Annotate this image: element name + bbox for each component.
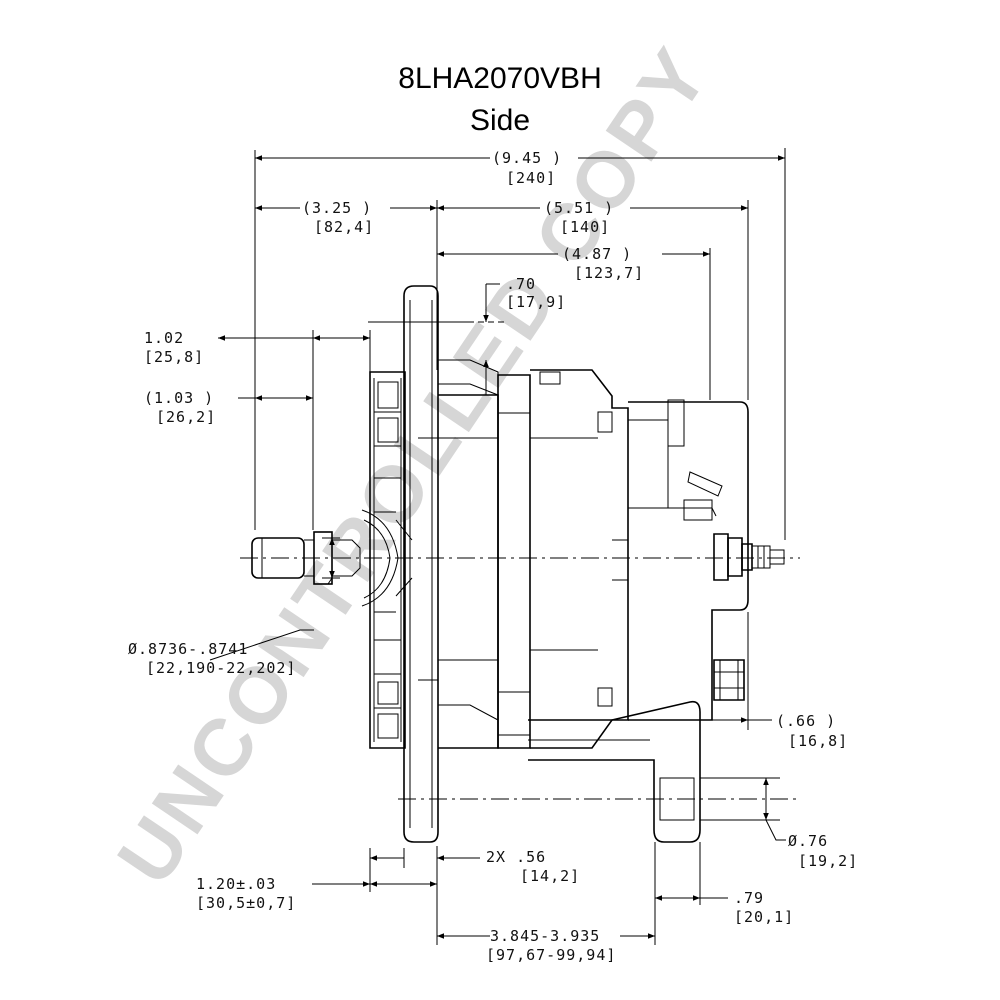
drawing-title: 8LHA2070VBH (398, 62, 601, 95)
dim-overall-inch: (9.45 ) (492, 149, 562, 167)
terminal-studs (713, 533, 785, 701)
dim-shaft-dia-mm: [22,190-22,202] (146, 659, 296, 677)
front-housing (418, 374, 531, 749)
dim-shaft-total-inch: (1.03 ) (144, 389, 214, 407)
mount-foot (528, 700, 701, 843)
dimension-labels: (9.45 ) [240] (3.25 ) [82,4] (5.51 ) [14… (128, 149, 858, 964)
dim-fan-gap-mm: [17,9] (506, 293, 566, 311)
dimension-lines (209, 148, 786, 945)
dim-hole-dia-inch: Ø.76 (788, 832, 828, 850)
rear-housing (530, 369, 629, 749)
view-label: Side (470, 104, 530, 137)
dim-body-inch: (4.87 ) (562, 245, 632, 263)
dim-foot-inch: .79 (734, 889, 764, 907)
alternator-outline (251, 285, 785, 843)
dim-shaft-total-mm: [26,2] (156, 408, 216, 426)
dim-slot-mm: [14,2] (520, 867, 580, 885)
dim-terminal-inch: (.66 ) (776, 712, 836, 730)
watermark: UNCONTROLLED COPY (100, 31, 726, 900)
dim-shaft-len-inch: 1.02 (144, 329, 184, 347)
rear-cover (628, 399, 749, 721)
dim-hole-dia-mm: [19,2] (798, 852, 858, 870)
dim-mount-span-mm: [97,67-99,94] (486, 946, 616, 964)
dim-rear-inch: (5.51 ) (544, 199, 614, 217)
dim-overall-mm: [240] (506, 169, 556, 187)
dim-terminal-mm: [16,8] (788, 732, 848, 750)
dim-front-mm: [82,4] (314, 218, 374, 236)
dim-flange-thick-inch: 1.20±.03 (196, 875, 276, 893)
dim-flange-thick-mm: [30,5±0,7] (196, 894, 296, 912)
dim-front-inch: (3.25 ) (302, 199, 372, 217)
fan (361, 371, 413, 749)
dim-rear-mm: [140] (560, 218, 610, 236)
dim-shaft-dia-inch: Ø.8736-.8741 (128, 640, 248, 658)
dim-fan-gap-inch: .70 (506, 275, 536, 293)
dim-foot-mm: [20,1] (734, 908, 794, 926)
dim-mount-span-inch: 3.845-3.935 (490, 927, 600, 945)
dim-slot-inch: 2X .56 (486, 848, 546, 866)
dim-body-mm: [123,7] (574, 264, 644, 282)
dim-shaft-len-mm: [25,8] (144, 348, 204, 366)
